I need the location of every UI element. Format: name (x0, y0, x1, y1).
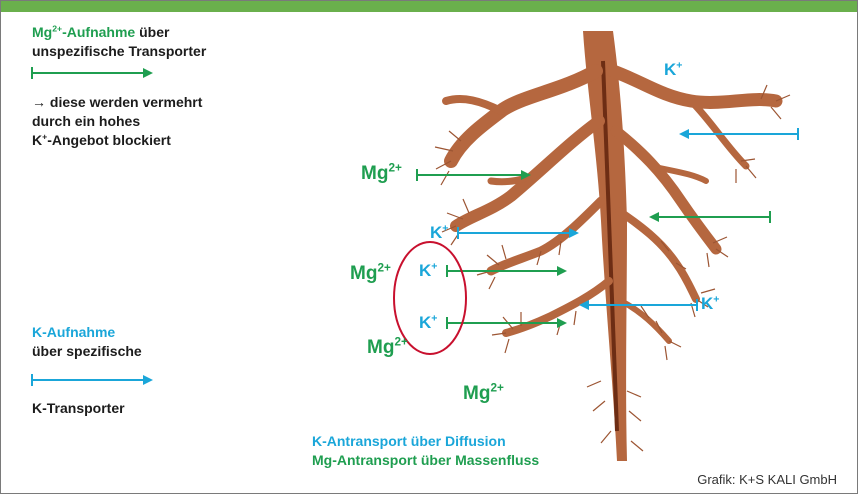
legend-k-text: K-Aufnahme über spezifische (32, 323, 142, 361)
k-label-4: K+ (664, 60, 682, 80)
legend-note-text: → diese werden vermehrt durch ein hohes … (32, 93, 202, 150)
legend-arrow-mg (32, 67, 151, 79)
legend-arrow-k (32, 374, 151, 386)
image-credit: Grafik: K+S KALI GmbH (697, 472, 837, 487)
mg-label-1: Mg2+ (361, 163, 402, 185)
k-label-2: K+ (419, 261, 437, 281)
mg-label-2: Mg2+ (350, 263, 391, 285)
transport-caption: K-Antransport über Diffusion Mg-Antransp… (312, 432, 539, 470)
k-label-5: K+ (701, 294, 719, 314)
k-label-3: K+ (419, 313, 437, 333)
legend-mg-text: Mg2+-Aufnahme über unspezifische Transpo… (32, 23, 206, 61)
mg-arrow-4 (651, 211, 770, 223)
k-label-1: K+ (430, 223, 448, 243)
mg-label-3: Mg2+ (367, 337, 408, 359)
k-arrow-2 (681, 128, 798, 140)
mg-label-4: Mg2+ (463, 383, 504, 405)
legend-k-text-line3: K-Transporter (32, 400, 125, 416)
